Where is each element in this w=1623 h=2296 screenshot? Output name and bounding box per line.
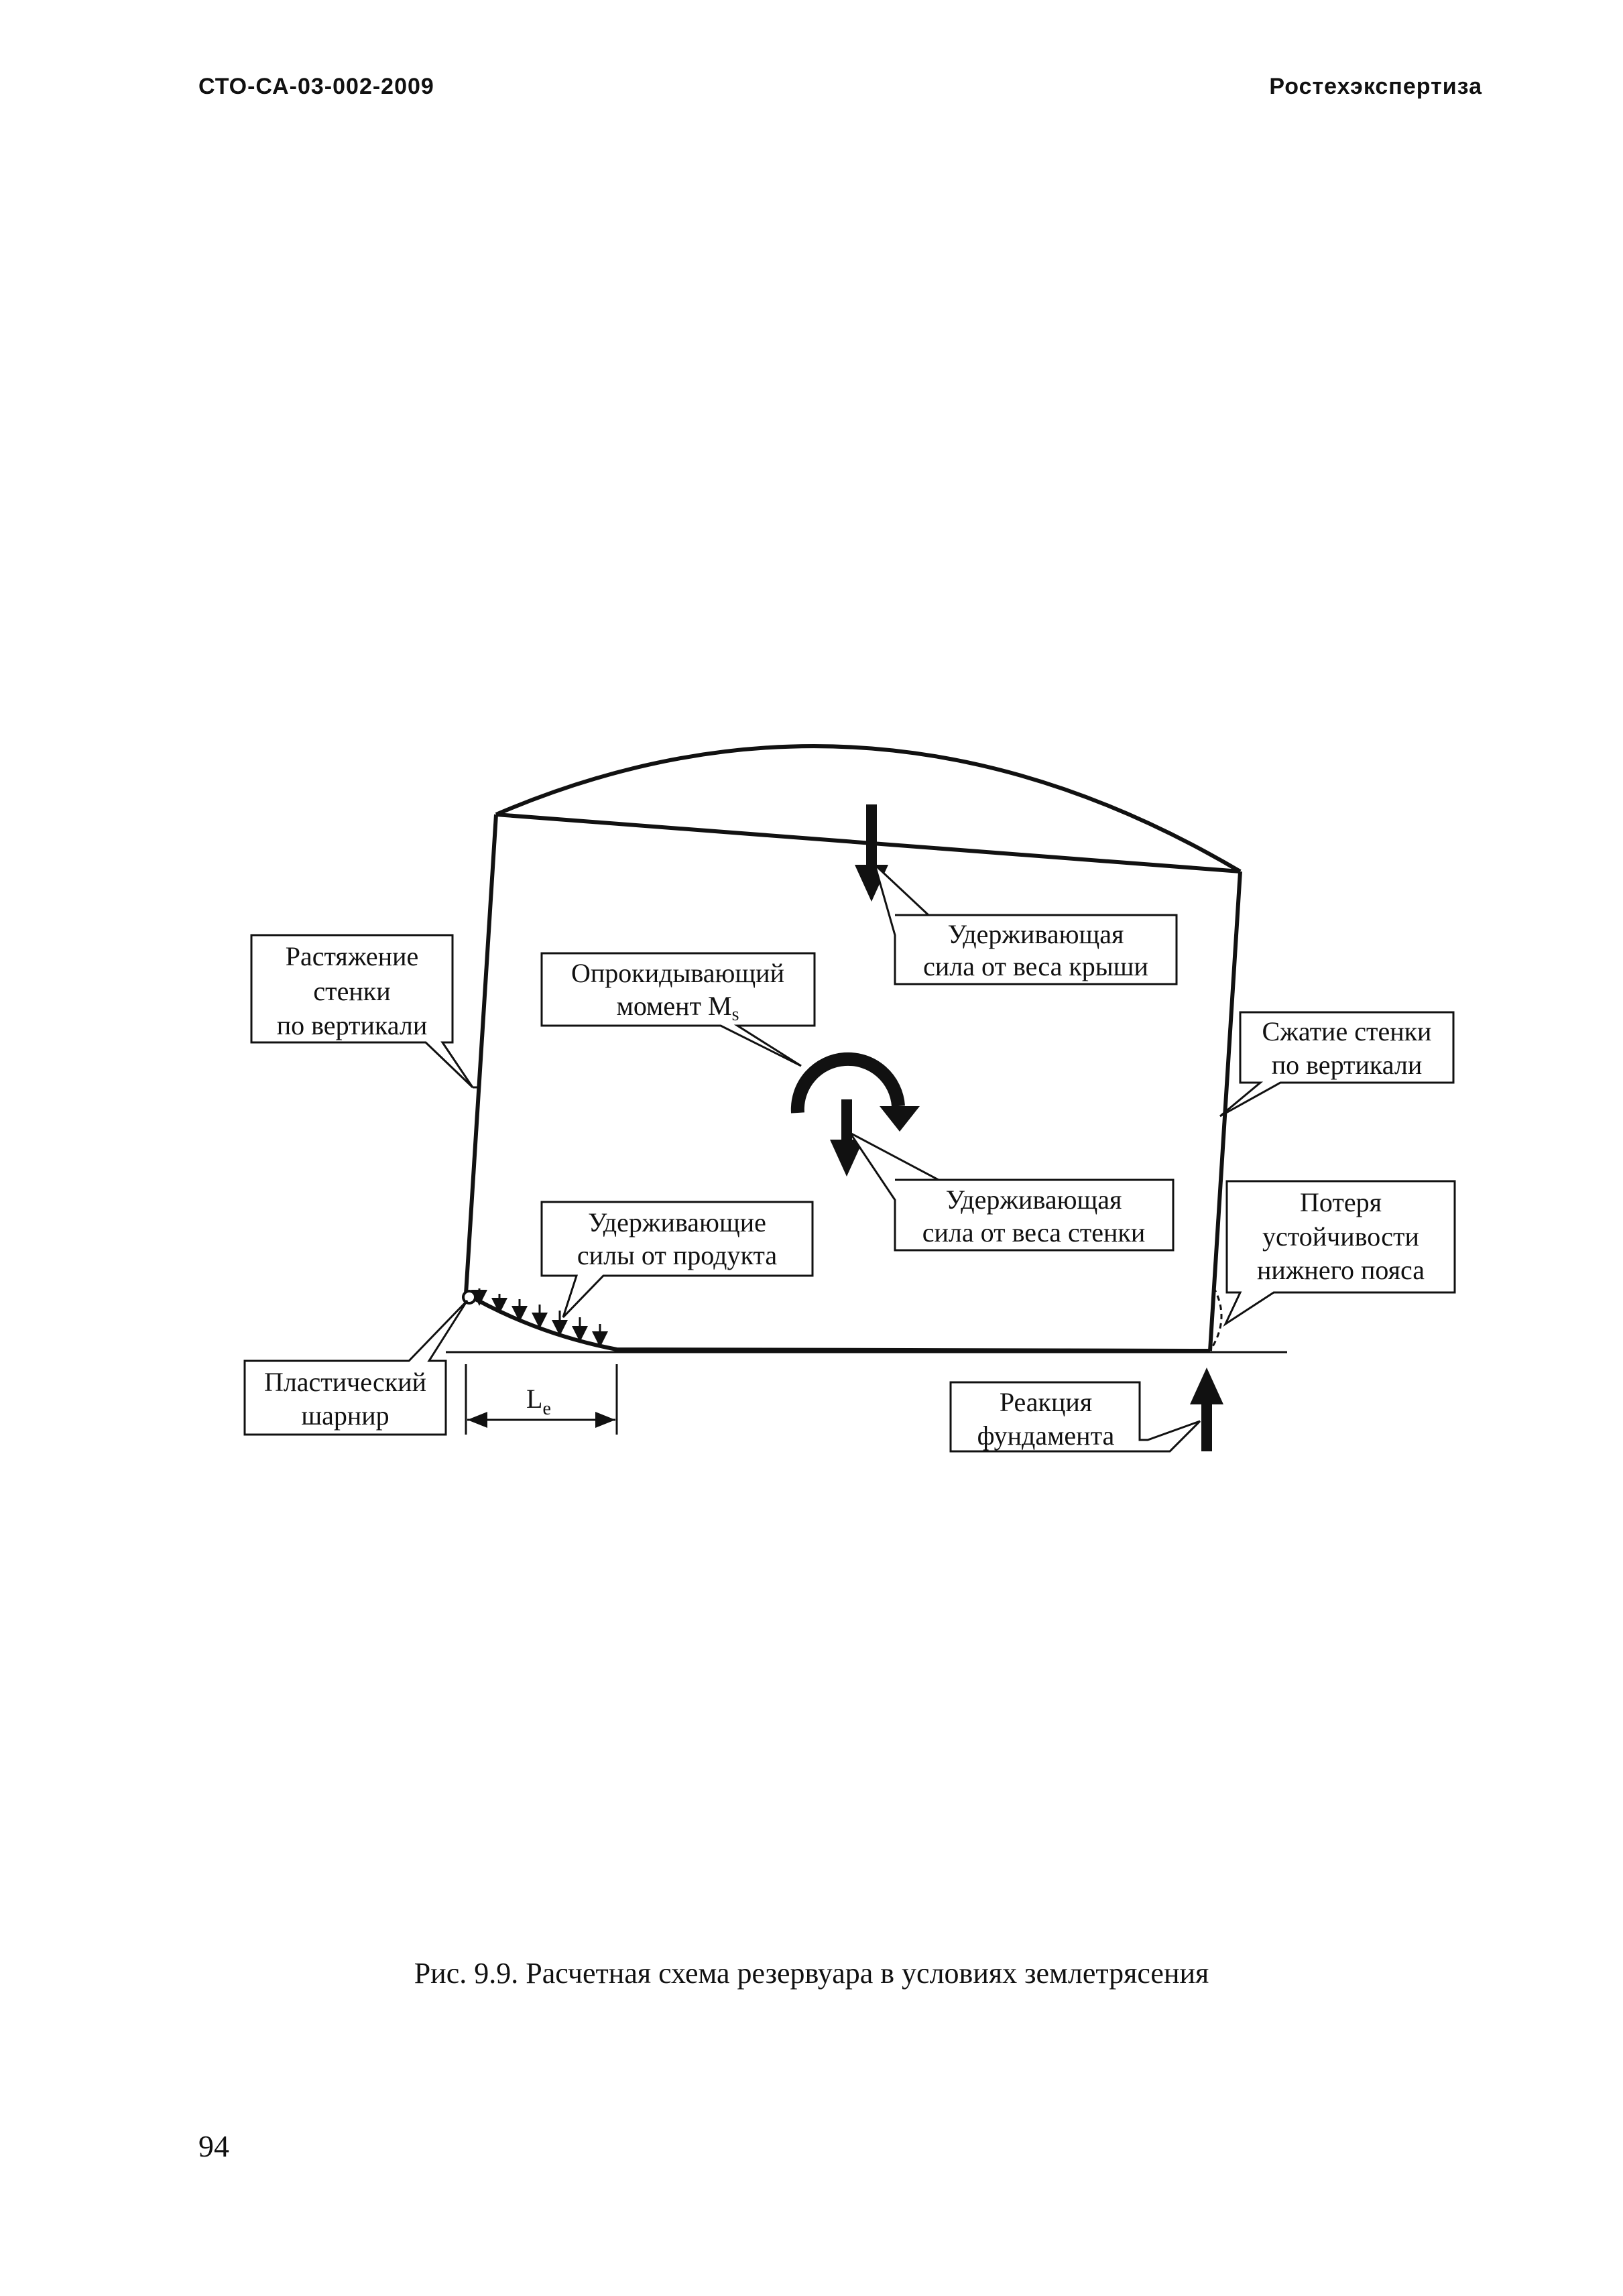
left-wall <box>464 814 498 1294</box>
callout-wall-weight: Удерживающая сила от веса стенки <box>849 1132 1175 1252</box>
overturning-moment-arrow <box>790 1052 920 1132</box>
organization-name: Ростехэкспертиза <box>1269 74 1482 99</box>
figure-caption: Рис. 9.9. Расчетная схема резервуара в у… <box>414 1957 1209 1990</box>
svg-text:сила от веса стенки: сила от веса стенки <box>922 1217 1145 1248</box>
uplift-length-dimension <box>465 1364 618 1435</box>
callout-wall-compression: Сжатие стенки по вертикали <box>1219 1011 1455 1117</box>
callout-product-holding: Удерживающие силы от продукта <box>540 1201 814 1319</box>
svg-text:Потеря: Потеря <box>1300 1187 1382 1217</box>
svg-text:Удерживающая: Удерживающая <box>946 1185 1122 1215</box>
svg-text:Удерживающая: Удерживающая <box>948 919 1124 949</box>
svg-text:сила от веса крыши: сила от веса крыши <box>923 951 1148 981</box>
svg-text:стенки: стенки <box>313 976 390 1006</box>
page-number: 94 <box>198 2129 229 2163</box>
callout-plastic-hinge: Пластический шарнир <box>243 1299 469 1436</box>
svg-text:Удерживающие: Удерживающие <box>588 1207 766 1237</box>
product-pressure-arrows <box>471 1288 608 1347</box>
foundation-reaction-arrow <box>1190 1368 1223 1451</box>
svg-text:Опрокидывающий: Опрокидывающий <box>571 958 784 988</box>
svg-text:Растяжение: Растяжение <box>286 941 419 971</box>
svg-text:шарнир: шарнир <box>301 1400 389 1431</box>
svg-text:силы от продукта: силы от продукта <box>577 1240 777 1270</box>
uplift-length-label: Le <box>526 1384 551 1419</box>
buckling-bulge <box>1211 1286 1223 1348</box>
roof-dome <box>495 744 1242 873</box>
callout-roof-weight: Удерживающая сила от веса крыши <box>873 861 1178 985</box>
callout-bottom-buckling: Потеря устойчивости нижнего пояса <box>1223 1180 1456 1327</box>
callout-foundation-reaction: Реакция фундамента <box>949 1381 1201 1453</box>
svg-text:момент Ms: момент Ms <box>617 991 739 1025</box>
svg-text:фундамента: фундамента <box>977 1421 1115 1451</box>
callout-overturning-moment: Опрокидывающий момент Ms <box>540 952 816 1067</box>
svg-text:Сжатие стенки: Сжатие стенки <box>1262 1016 1432 1046</box>
svg-text:нижнего пояса: нижнего пояса <box>1257 1255 1425 1285</box>
document-code: СТО-СА-03-002-2009 <box>198 74 434 99</box>
svg-text:по вертикали: по вертикали <box>277 1010 427 1040</box>
svg-text:Пластический: Пластический <box>264 1367 426 1397</box>
wall-weight-arrow <box>830 1099 863 1176</box>
svg-text:устойчивости: устойчивости <box>1262 1221 1419 1252</box>
svg-text:по вертикали: по вертикали <box>1272 1050 1422 1080</box>
callout-wall-tension: Растяжение стенки по вертикали <box>250 934 479 1089</box>
svg-text:Реакция: Реакция <box>1000 1387 1092 1417</box>
